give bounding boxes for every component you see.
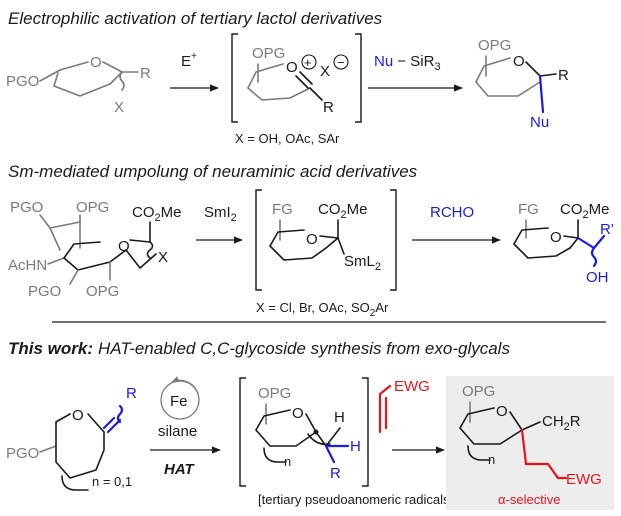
section1-title: Electrophilic activation of tertiary lac…: [8, 9, 383, 28]
int1-x-anion: X: [320, 63, 330, 80]
row3-radical-caption: [tertiary pseudoanomeric radicals]: [258, 492, 453, 507]
prod2-co2me: CO2Me: [560, 201, 609, 221]
sm3-pgo-label: PGO: [6, 445, 39, 462]
fe-label: Fe: [170, 393, 188, 410]
hat-label: HAT: [164, 461, 196, 478]
alpha-selective-label: α-selective: [498, 492, 560, 507]
int1-minus-charge: −: [337, 55, 345, 70]
int2-ring-oxygen: O: [306, 231, 318, 248]
row3-starting-material: R PGO O n = 0,1: [6, 385, 137, 491]
prod2-fg-label: FG: [518, 201, 539, 218]
int3-ring-oxygen: O: [292, 405, 304, 422]
sm2-co2me: CO2Me: [132, 204, 181, 224]
row3-product: OPG O n CH2R EWG α-selective: [459, 383, 602, 507]
int3-n-label: n: [284, 454, 291, 469]
prod3-opg-label: OPG: [462, 383, 495, 400]
section2-title: Sm-mediated umpolung of neuraminic acid …: [8, 162, 418, 181]
int2-fg-label: FG: [272, 201, 293, 218]
sm1-ring-oxygen: O: [90, 54, 102, 71]
section3-title: This work:HAT-enabled C,C-glycoside synt…: [8, 339, 510, 358]
reagent-electrophile: E+: [181, 51, 197, 70]
sm2-pgo-top: PGO: [10, 199, 43, 216]
int1-plus-charge: +: [304, 55, 312, 70]
prod2-oh: OH: [586, 269, 609, 286]
row2-starting-material: PGO OPG CO2Me AcHN O X PGO OPG: [8, 199, 181, 300]
prod2-rprime: R': [600, 221, 614, 238]
sm1-pgo-label: PGO: [6, 73, 39, 90]
row1-x-definition: X = OH, OAc, SAr: [235, 131, 340, 146]
int1-r-label: R: [323, 99, 334, 116]
prod3-ch2r: CH2R: [542, 413, 581, 433]
int3-h-top: H: [334, 409, 345, 426]
sm2-opg-bottom: OPG: [86, 283, 119, 300]
sm2-pgo-label: PGO: [28, 283, 61, 300]
int2-co2me: CO2Me: [318, 201, 367, 221]
row3-radical-intermediate: OPG O n H H R: [239, 377, 369, 487]
sm1-x-label: X: [114, 99, 124, 116]
row1-starting-material: PGO O R X: [6, 54, 151, 116]
prod1-nu-label: Nu: [530, 114, 549, 131]
row1-product: OPG O R Nu: [475, 37, 569, 131]
prod3-ewg-label: EWG: [566, 471, 602, 488]
int3-h-right: H: [350, 438, 361, 455]
fe-catalyst: Fe: [160, 376, 200, 420]
int2-sml2: SmL2: [344, 253, 381, 273]
reagent-rcho: RCHO: [430, 204, 474, 221]
reagent-nu-silane: Nu − SiR3: [374, 53, 441, 73]
int1-opg-label: OPG: [252, 45, 285, 62]
sm3-ring-oxygen: O: [72, 407, 84, 424]
sm3-r-label: R: [126, 385, 137, 402]
prod1-opg-label: OPG: [478, 37, 511, 54]
reagent-ewg-alkene: EWG: [378, 378, 430, 434]
sm2-ring-oxygen: O: [118, 238, 130, 255]
prod3-n-label: n: [488, 452, 495, 467]
prod3-ring-oxygen: O: [496, 403, 508, 420]
prod1-r-label: R: [558, 67, 569, 84]
sm1-r-label: R: [140, 65, 151, 82]
int3-r-label: R: [330, 465, 341, 482]
row2-samarium-intermediate: FG CO2Me O SmL2: [255, 189, 397, 291]
int3-opg-label: OPG: [258, 385, 291, 402]
ewg-reagent-label: EWG: [394, 378, 430, 395]
row2-x-definition: X = Cl, Br, OAc, SO2Ar: [256, 300, 389, 319]
sm2-achn-label: AcHN: [8, 257, 47, 274]
row1-oxocarbenium-intermediate: OPG O R + X −: [231, 33, 362, 123]
sm2-opg-top: OPG: [76, 199, 109, 216]
sm2-x-label: X: [158, 249, 168, 266]
int1-ring-oxygen: O: [286, 59, 298, 76]
reagent-smi2: SmI2: [204, 204, 237, 224]
reagent-silane: silane: [158, 423, 197, 440]
prod1-ring-oxygen: O: [513, 53, 525, 70]
prod2-ring-oxygen: O: [550, 229, 562, 246]
sm3-ring-size: n = 0,1: [92, 474, 132, 489]
row2-product: FG CO2Me O R' OH: [513, 201, 614, 286]
